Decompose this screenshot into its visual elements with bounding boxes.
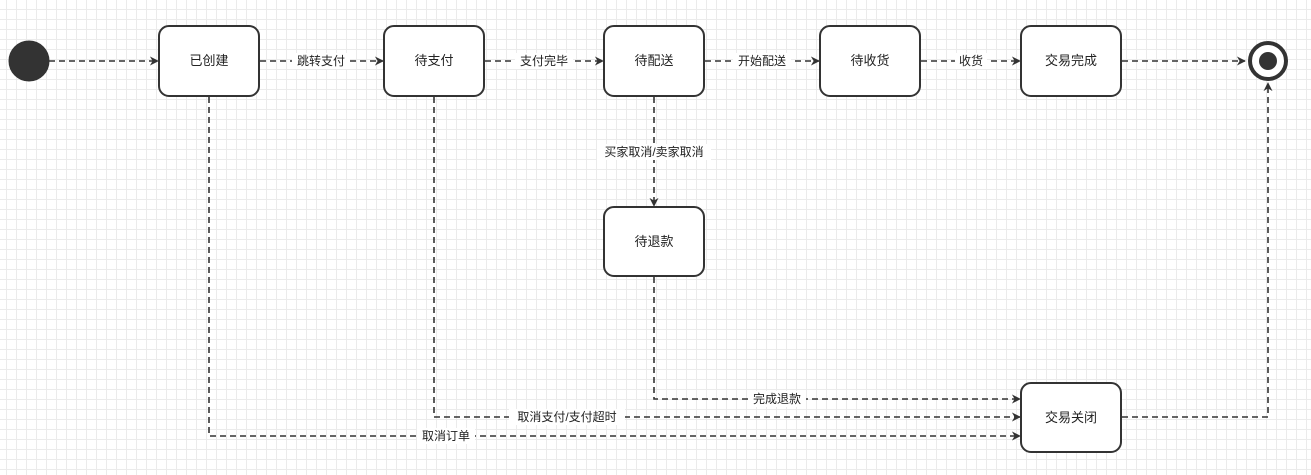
svg-text:开始配送: 开始配送 bbox=[738, 53, 786, 68]
state-label-pending-payment: 待支付 bbox=[414, 53, 453, 68]
svg-text:收货: 收货 bbox=[959, 53, 983, 68]
edge-label-delivery-to-refund: 买家取消/卖家取消 bbox=[597, 144, 711, 160]
state-node-trade-closed[interactable]: 交易关闭 bbox=[1020, 382, 1122, 453]
state-label-pending-receipt: 待收货 bbox=[850, 53, 889, 68]
svg-text:完成退款: 完成退款 bbox=[753, 391, 801, 406]
state-label-pending-refund: 待退款 bbox=[634, 234, 673, 249]
svg-text:买家取消/卖家取消: 买家取消/卖家取消 bbox=[604, 144, 703, 159]
svg-text:取消支付/支付超时: 取消支付/支付超时 bbox=[517, 409, 616, 424]
edge-closed-to-end bbox=[1122, 82, 1273, 418]
edge-label-receipt-to-complete: 收货 bbox=[955, 53, 987, 69]
edge-label-payment-to-delivery: 支付完毕 bbox=[515, 53, 573, 69]
edge-payment-to-closed bbox=[433, 97, 1021, 422]
state-node-trade-complete[interactable]: 交易完成 bbox=[1020, 25, 1122, 97]
edge-refund-to-closed bbox=[653, 277, 1021, 404]
edge-label-refund-to-closed: 完成退款 bbox=[748, 391, 806, 407]
state-label-created: 已创建 bbox=[189, 53, 228, 68]
state-node-pending-refund[interactable]: 待退款 bbox=[603, 206, 705, 277]
edge-label-created-to-closed: 取消订单 bbox=[417, 428, 475, 444]
state-node-pending-delivery[interactable]: 待配送 bbox=[603, 25, 705, 97]
state-node-created[interactable]: 已创建 bbox=[158, 25, 260, 97]
edge-label-payment-to-closed: 取消支付/支付超时 bbox=[509, 409, 625, 425]
final-state-node[interactable] bbox=[1248, 41, 1288, 81]
svg-text:跳转支付: 跳转支付 bbox=[297, 53, 345, 68]
svg-text:取消订单: 取消订单 bbox=[422, 429, 470, 443]
edge-label-created-to-payment: 跳转支付 bbox=[292, 53, 350, 69]
svg-text:支付完毕: 支付完毕 bbox=[520, 53, 568, 68]
state-node-pending-receipt[interactable]: 待收货 bbox=[819, 25, 921, 97]
state-node-pending-payment[interactable]: 待支付 bbox=[383, 25, 485, 97]
initial-state-node[interactable] bbox=[8, 40, 50, 82]
state-label-trade-complete: 交易完成 bbox=[1045, 53, 1097, 68]
state-label-trade-closed: 交易关闭 bbox=[1045, 410, 1097, 425]
edge-label-delivery-to-receipt: 开始配送 bbox=[733, 53, 791, 69]
edge-created-to-closed bbox=[208, 97, 1021, 441]
state-label-pending-delivery: 待配送 bbox=[634, 53, 673, 68]
